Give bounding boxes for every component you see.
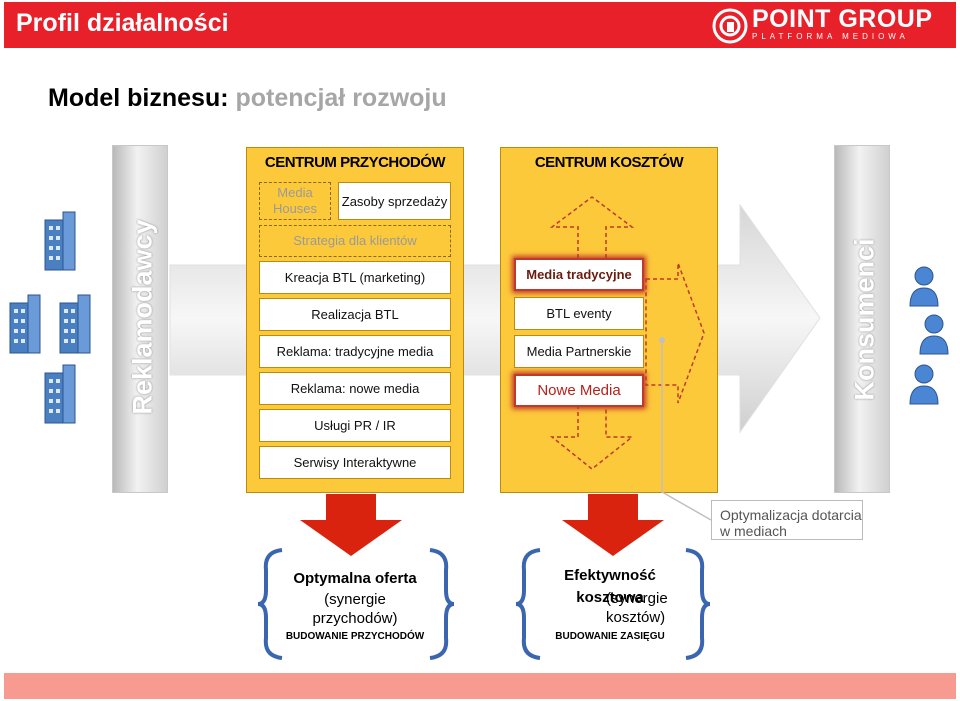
heading-main: Model biznesu: xyxy=(48,84,229,112)
consumers-pillar xyxy=(834,145,890,493)
strategy-box: Strategia dla klientów xyxy=(259,225,451,257)
advertisers-icons xyxy=(9,211,91,424)
outcome-left-detail: (synergie przychodów) xyxy=(312,591,398,627)
outcome-left-tag: BUDOWANIE PRZYCHODÓW xyxy=(285,631,425,642)
advertisers-pillar xyxy=(112,145,168,493)
optimization-note: Optymalizacja dotarcia w mediach xyxy=(711,500,863,540)
outcome-right-title-2: kosztowa xyxy=(576,589,644,606)
building-icon xyxy=(59,294,91,354)
outcome-right-detail: (synergie kosztów) xyxy=(606,590,668,626)
point-group-logo-icon xyxy=(712,8,748,44)
outcome-right-title-1: Efektywność xyxy=(564,567,656,584)
person-icon xyxy=(919,314,949,355)
consumers-icons xyxy=(909,266,949,405)
outcome-right-tag: BUDOWANIE ZASIĘGU xyxy=(555,631,665,642)
heading-sub: potencjał rozwoju xyxy=(235,84,447,112)
cost-item: BTL eventy xyxy=(514,297,644,330)
cost-flow-arrows xyxy=(549,196,705,470)
person-icon xyxy=(909,364,939,405)
outcome-right-line: kosztowa xyxy=(528,589,692,606)
revenue-item: Reklama: nowe media xyxy=(259,372,451,405)
cost-center-title: CENTRUM KOSZTÓW xyxy=(534,154,684,171)
logo-text: POINT GROUP xyxy=(752,5,933,33)
cost-item-highlighted: Nowe Media xyxy=(514,374,644,407)
header-bar: Profil działalności POINT GROUP PLATFORM… xyxy=(4,2,956,48)
brand-logo: POINT GROUP PLATFORMA MEDIOWA xyxy=(712,5,957,46)
slide-heading: Model biznesu: potencjał rozwoju xyxy=(48,84,447,113)
revenue-center-title: CENTRUM PRZYCHODÓW xyxy=(264,154,446,171)
sales-resources-box: Zasoby sprzedaży xyxy=(338,182,451,220)
revenue-item: Realizacja BTL xyxy=(259,298,451,331)
revenue-item: Reklama: tradycyjne media xyxy=(259,335,451,368)
logo-subtitle: PLATFORMA MEDIOWA xyxy=(752,32,909,41)
cost-item: Media Partnerskie xyxy=(514,335,644,368)
revenue-center-panel: CENTRUM PRZYCHODÓW Media Houses Zasoby s… xyxy=(246,147,464,493)
revenue-item: Serwisy Interaktywne xyxy=(259,446,451,479)
cost-item-highlighted: Media tradycyjne xyxy=(514,258,644,291)
outcome-left-title: Optymalna oferta xyxy=(293,570,417,587)
person-icon xyxy=(909,266,939,307)
media-houses-box: Media Houses xyxy=(259,182,331,220)
building-icon xyxy=(44,364,76,424)
building-icon xyxy=(44,211,76,271)
revenue-item: Usługi PR / IR xyxy=(259,409,451,442)
page-title: Profil działalności xyxy=(16,9,229,37)
building-icon xyxy=(9,294,41,354)
revenue-item: Kreacja BTL (marketing) xyxy=(259,261,451,294)
footer-bar xyxy=(4,673,956,699)
